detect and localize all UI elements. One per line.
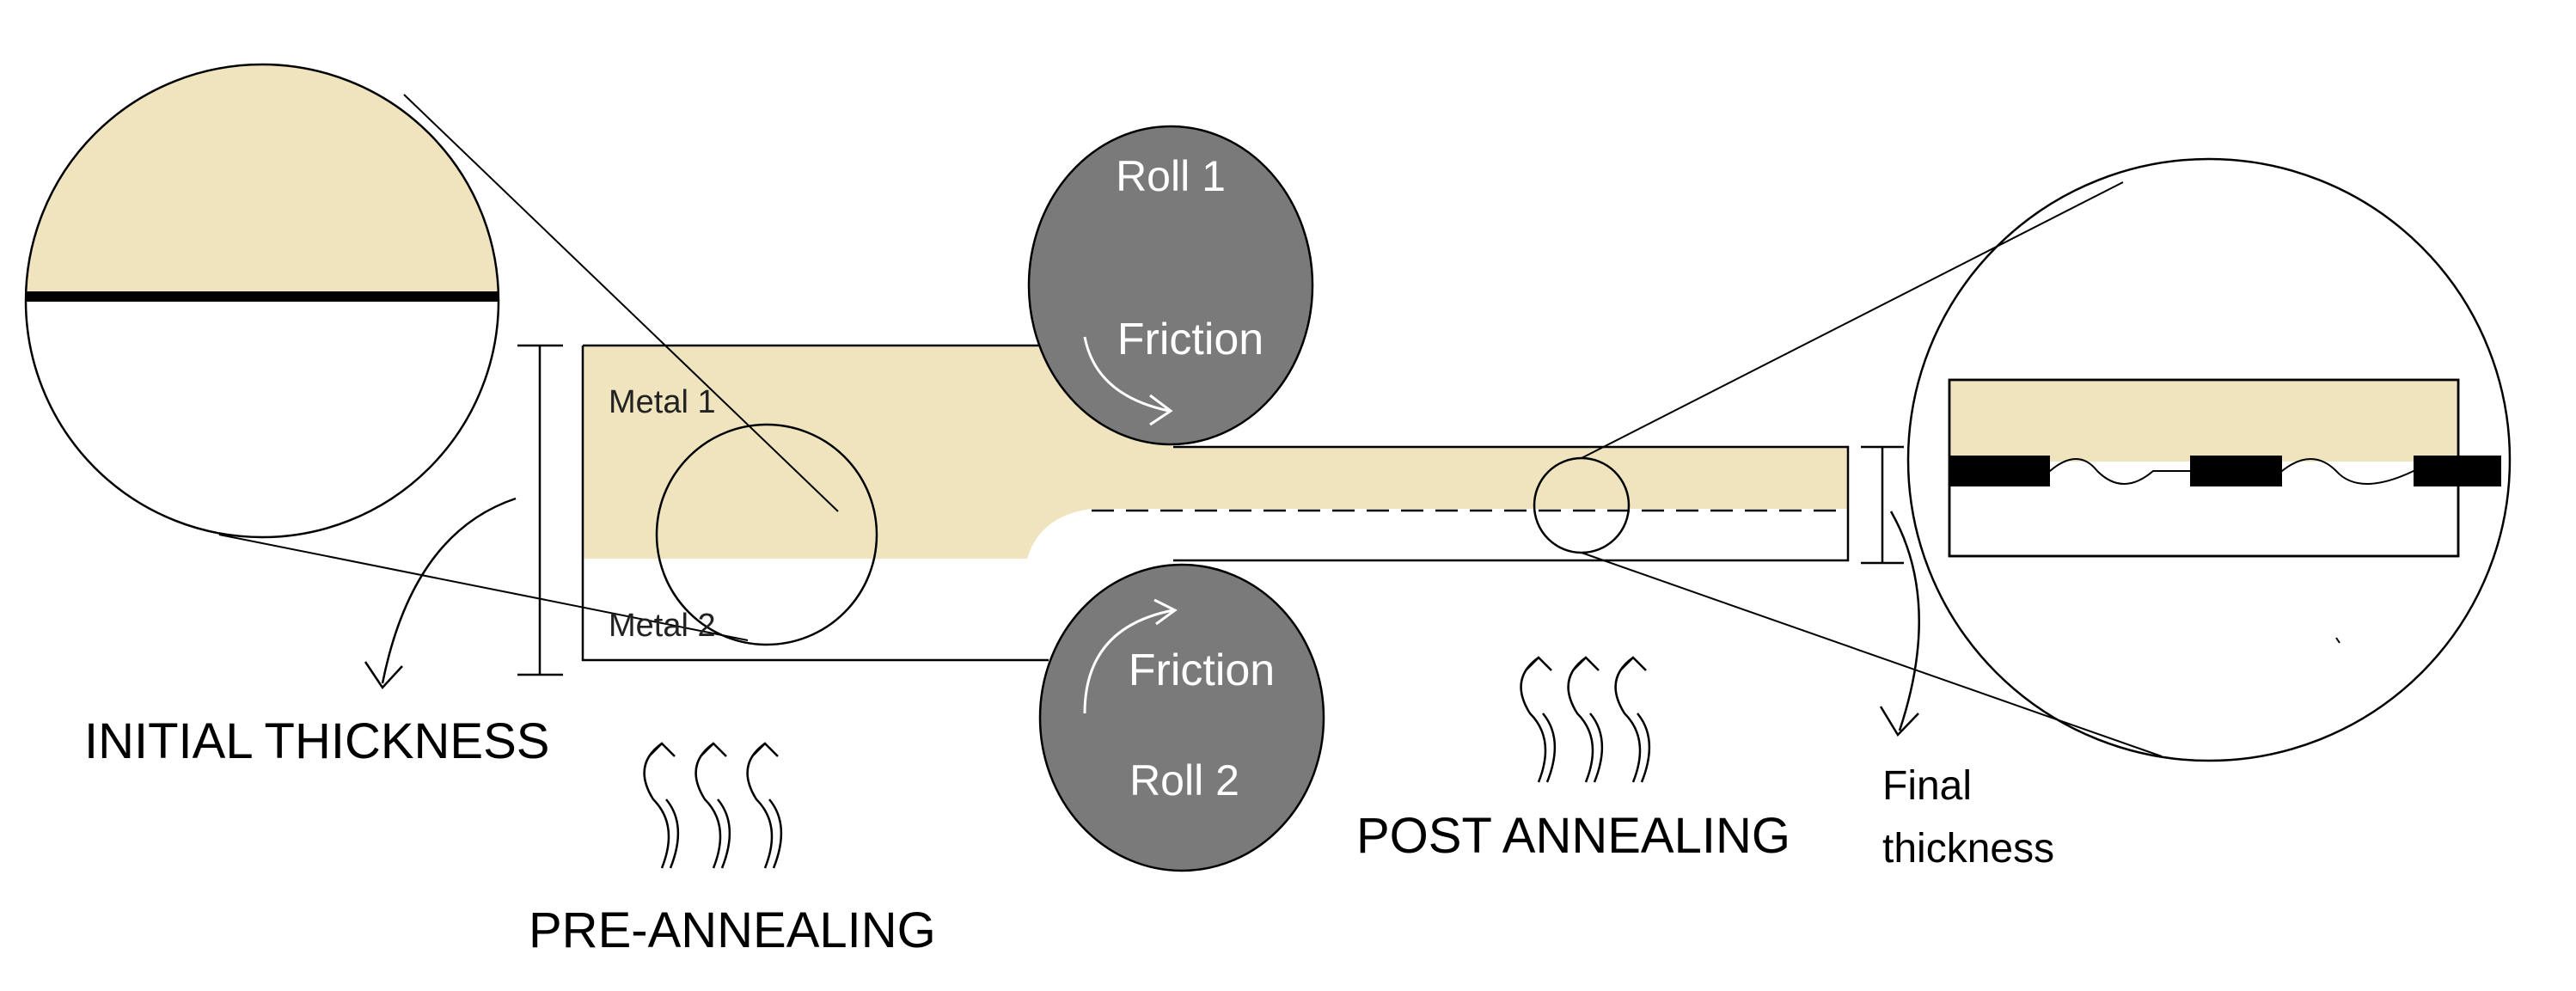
left-target-circle (655, 423, 878, 646)
right-magnifier (1533, 157, 2512, 762)
friction-top-label: Friction (1117, 315, 1264, 364)
metal2-label: Metal 2 (609, 608, 716, 644)
metal1-label: Metal 1 (609, 384, 716, 420)
pre-annealing-label: PRE-ANNEALING (529, 902, 936, 958)
final-thickness-label-line1: Final (1882, 763, 1972, 809)
magnified-interface (1948, 378, 2501, 558)
roll1-label: Roll 1 (1116, 152, 1226, 200)
post-annealing-label: POST ANNEALING (1356, 808, 1790, 864)
initial-thickness-label: INITIAL THICKNESS (84, 713, 549, 769)
final-thickness-label-line2: thickness (1882, 826, 2054, 872)
final-thickness-arrow (1889, 511, 1920, 731)
roll2-label: Roll 2 (1129, 756, 1239, 804)
roll-1: Roll 1 Friction (1027, 125, 1314, 446)
friction-top-arrow (1083, 336, 1170, 413)
post-annealing-heat-icon (1520, 656, 1651, 783)
metal2-layer (583, 509, 1848, 660)
friction-bottom-label: Friction (1129, 645, 1275, 695)
metal-strip (581, 344, 1850, 662)
initial-thickness-arrow (381, 497, 517, 684)
roll-2: Friction Roll 2 (1038, 563, 1325, 872)
final-thickness-bracket (1861, 445, 1920, 737)
friction-bottom-arrow (1083, 609, 1174, 714)
metal1-layer (583, 346, 1848, 559)
pre-annealing-heat-icon (643, 742, 783, 869)
initial-thickness-bracket (364, 344, 563, 690)
strip-top-outline (581, 344, 1850, 662)
